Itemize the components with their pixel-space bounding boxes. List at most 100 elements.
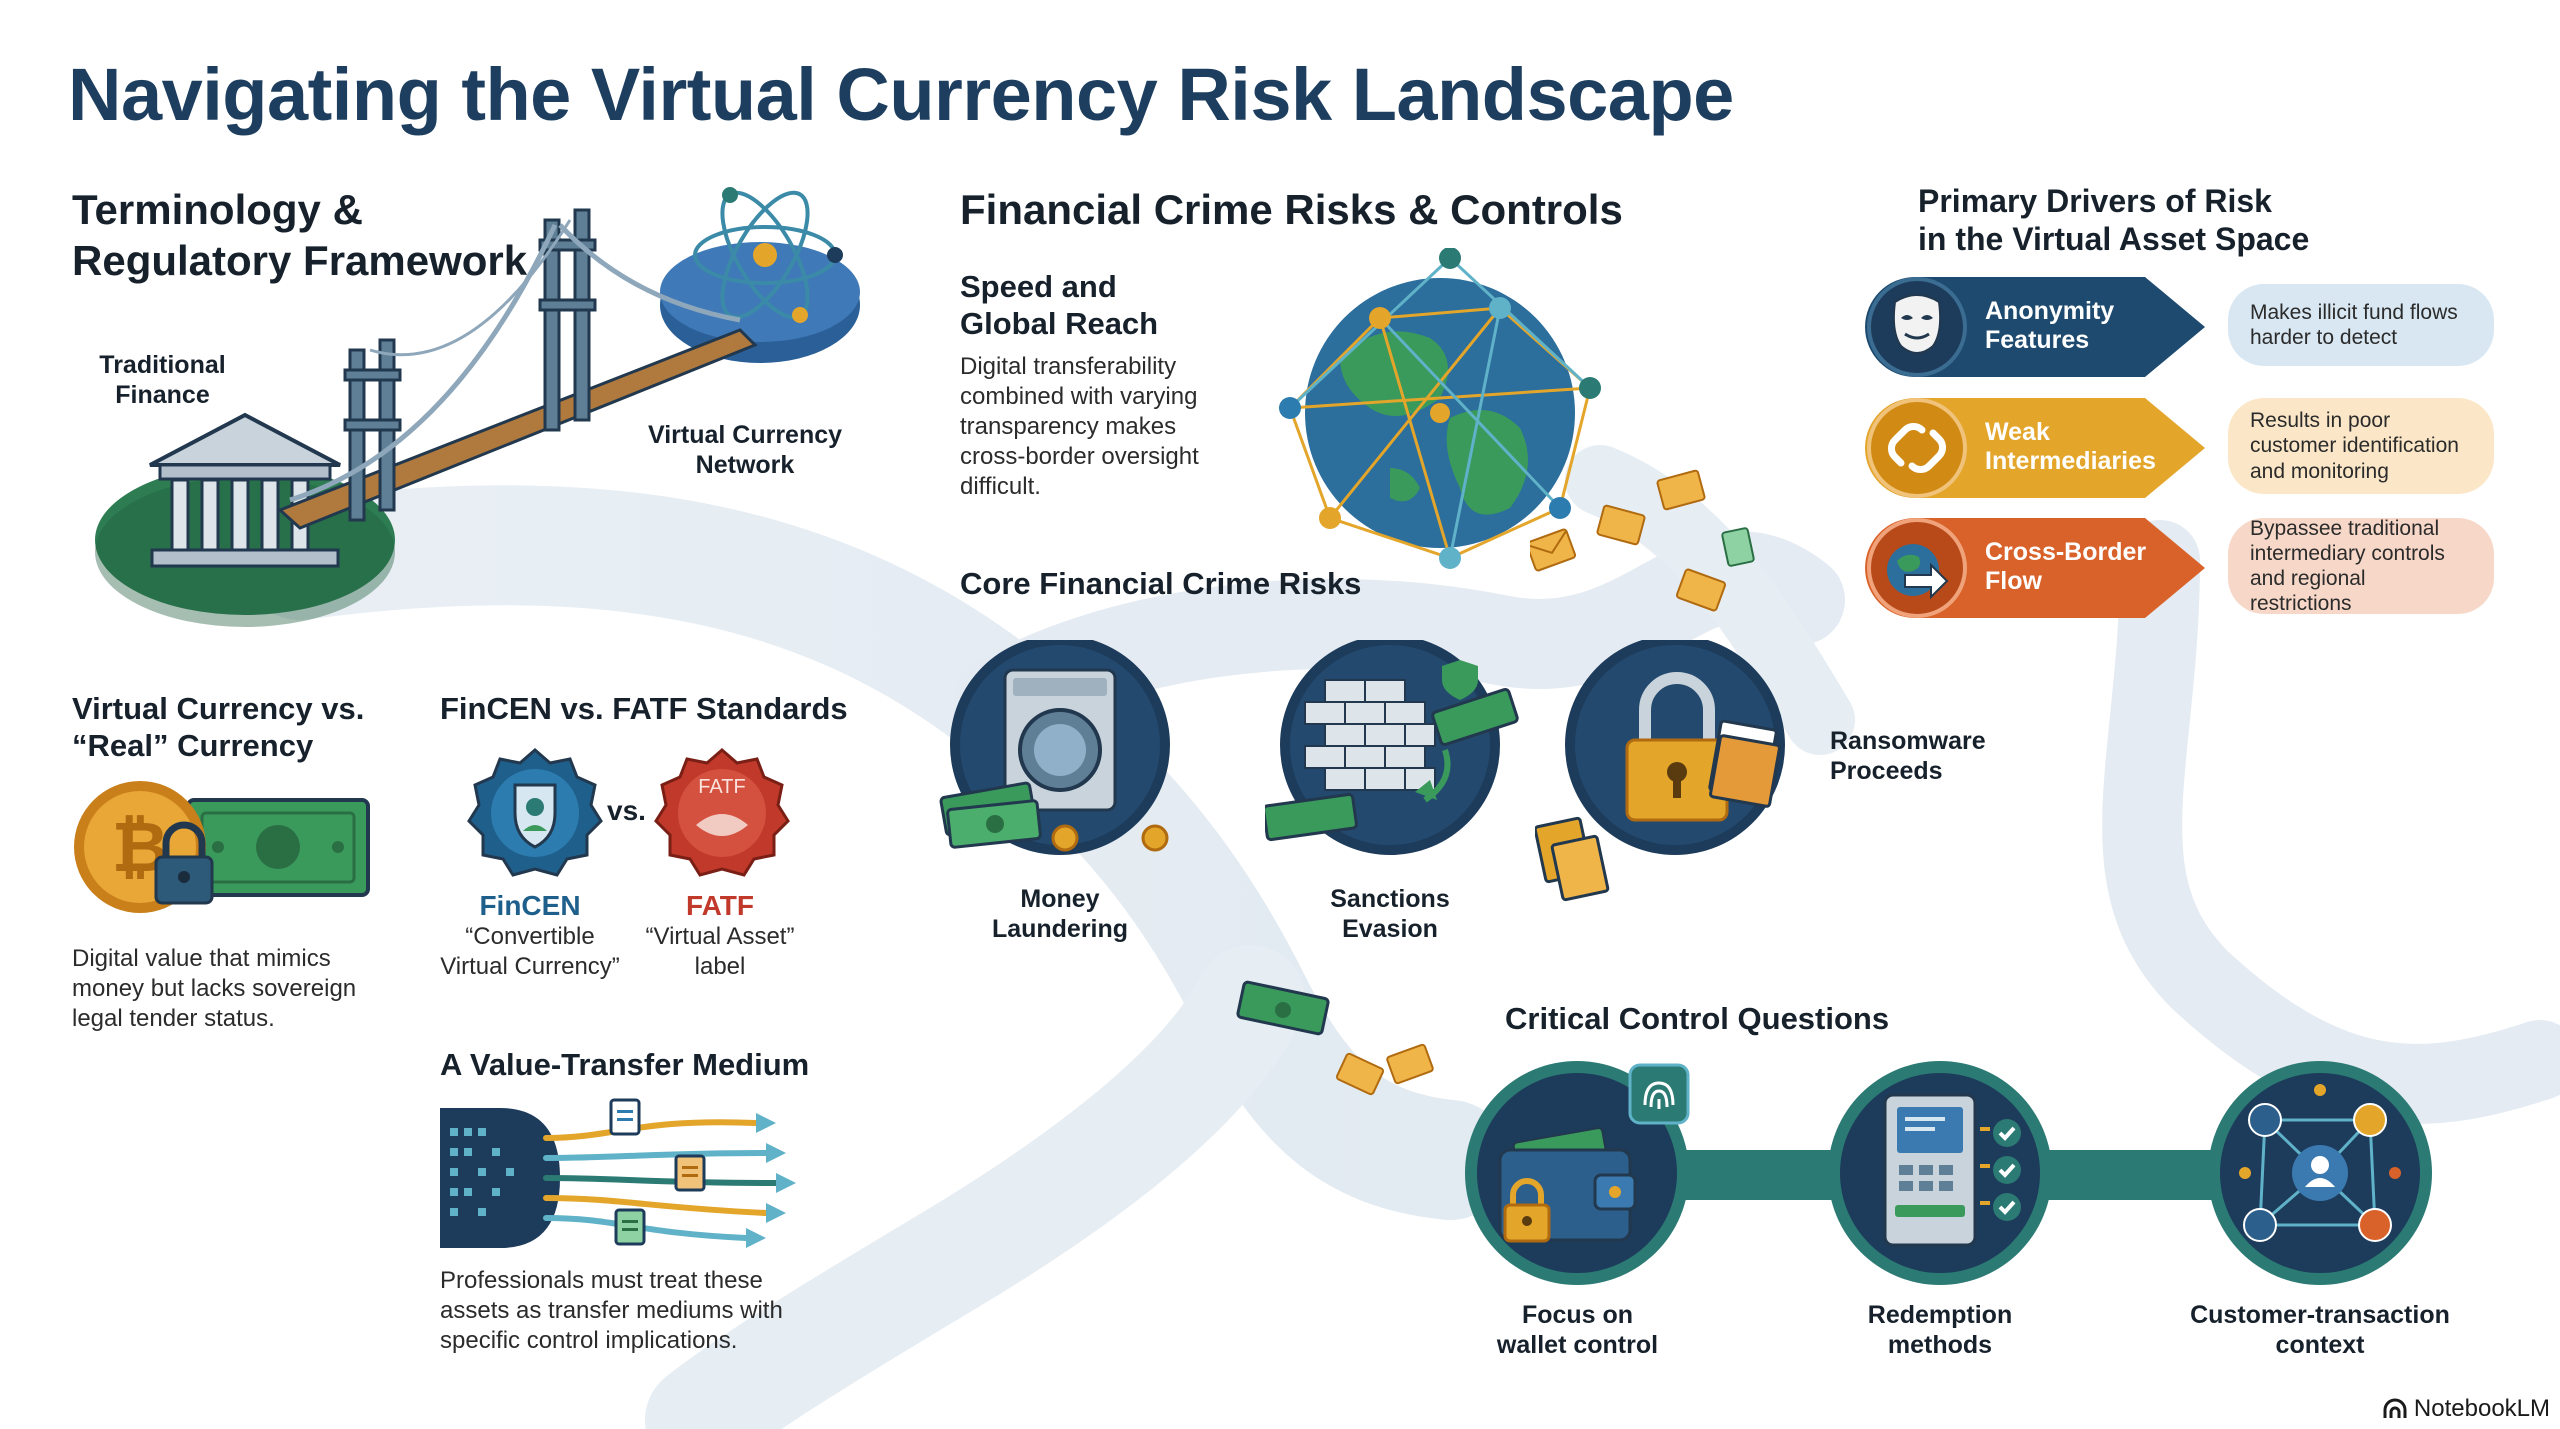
wallet-line1: Focus on	[1521, 1301, 1634, 1329]
sanctions-line1: Sanctions	[1330, 885, 1450, 913]
speed-text-line1: Digital transferability	[960, 353, 1177, 380]
folder-icon	[1708, 719, 1781, 808]
weak-intermediaries-arrow	[1865, 398, 2205, 498]
weak-desc-line1: Results in poor	[2250, 409, 2391, 433]
cross-border-desc-line2: intermediary controls	[2250, 541, 2445, 565]
redemption-label: Redemption methods	[1840, 1300, 2040, 1360]
document-icon	[1721, 527, 1755, 567]
virtual-vs-real-line2: “Real” Currency	[72, 728, 314, 764]
fincen-badge-icon	[467, 748, 603, 877]
controls-chain	[1465, 1061, 2432, 1285]
fatf-badge-text: FATF	[698, 776, 746, 798]
sanctions-evasion-icon	[1265, 640, 1519, 855]
data-stream-icon	[440, 1108, 560, 1248]
customer-line1: Customer-transaction	[2190, 1301, 2450, 1329]
sanctions-line2: Evasion	[1342, 915, 1438, 943]
value-transfer-illustration	[440, 1098, 796, 1248]
anonymity-line2: Features	[1985, 325, 2090, 354]
notebooklm-brand: NotebookLM	[2382, 1395, 2550, 1423]
vs-label: vs.	[607, 795, 646, 826]
ransomware-icon	[1535, 640, 1785, 902]
terminology-heading-line1: Terminology &	[72, 186, 363, 233]
globe-arrow-icon	[1887, 544, 1949, 600]
coin-and-banknote-illustration: ₿	[74, 781, 370, 913]
banknote-icon	[1236, 980, 1330, 1036]
terminology-heading-line2: Regulatory Framework	[72, 237, 528, 285]
virtual-vs-real-text-line1: Digital value that mimics	[72, 945, 331, 972]
speed-text-line5: difficult.	[960, 473, 1041, 500]
weak-line1: Weak	[1985, 418, 2050, 446]
anonymity-desc-line2: harder to detect	[2250, 326, 2398, 349]
virtual-vs-real-text-line3: legal tender status.	[72, 1005, 275, 1032]
weak-desc-line3: and monitoring	[2250, 459, 2389, 483]
redemption-line2: methods	[1887, 1331, 1993, 1359]
money-laundering-label: Money Laundering	[960, 884, 1160, 944]
notebooklm-logo-icon	[2383, 1398, 2407, 1418]
controls-heading: Critical Control Questions	[1505, 1001, 1890, 1036]
fatf-badge-icon	[654, 748, 790, 877]
traditional-finance-label: Traditional Finance	[80, 350, 245, 410]
bridge-illustration	[95, 187, 860, 627]
brand-text: NotebookLM	[2413, 1395, 2550, 1422]
cross-border-label: Cross-Border Flow	[1985, 538, 2146, 596]
banknote-icon	[186, 798, 370, 897]
folder-icon	[1535, 816, 1610, 902]
cross-border-desc-line3: and regional restrictions	[2250, 567, 2366, 616]
anonymity-desc-line1: Makes illicit fund flows	[2250, 300, 2458, 324]
ransomware-line2: Proceeds	[1830, 757, 1943, 785]
speed-heading: Speed and Global Reach	[960, 268, 1158, 342]
customer-network-icon	[2208, 1061, 2432, 1285]
redemption-line1: Redemption	[1867, 1301, 2013, 1329]
terminology-heading: Terminology & Regulatory Framework	[72, 184, 527, 286]
floating-cash-icons	[1236, 980, 1434, 1096]
fincen-name: FinCEN	[479, 890, 581, 921]
speed-text-line4: cross-border oversight	[960, 443, 1199, 470]
globe-network-icon	[1279, 248, 1601, 569]
value-transfer-text: Professionals must treat these assets as…	[440, 1266, 783, 1356]
brick-wall-icon	[1304, 679, 1436, 791]
redemption-icon	[1828, 1061, 2052, 1285]
cash-stack-icon	[939, 781, 1042, 849]
virtual-vs-real-text: Digital value that mimics money but lack…	[72, 944, 356, 1034]
fincen-line2: Virtual Currency”	[440, 953, 620, 980]
speed-text: Digital transferability combined with va…	[960, 352, 1199, 502]
financial-crime-heading: Financial Crime Risks & Controls	[960, 186, 1623, 233]
weak-line2: Intermediaries	[1985, 446, 2156, 475]
anonymity-arrow	[1865, 277, 2205, 377]
wallet-line2: wallet control	[1496, 1331, 1659, 1359]
customer-line2: context	[2275, 1331, 2365, 1359]
cross-border-line2: Flow	[1985, 566, 2042, 595]
sanctions-evasion-label: Sanctions Evasion	[1290, 884, 1490, 944]
cross-border-arrow	[1865, 518, 2205, 618]
value-transfer-text-line3: specific control implications.	[440, 1327, 738, 1354]
money-laundering-icon	[939, 640, 1170, 855]
ransomware-line1: Ransomware	[1830, 727, 1986, 755]
virtual-vs-real-line1: Virtual Currency vs.	[72, 691, 365, 726]
customer-context-label: Customer-transaction context	[2180, 1300, 2460, 1360]
value-transfer-heading: A Value-Transfer Medium	[440, 1047, 810, 1082]
anonymity-label: Anonymity Features	[1985, 297, 2114, 355]
anonymity-line1: Anonymity	[1985, 297, 2115, 325]
anonymity-description: Makes illicit fund flows harder to detec…	[2228, 284, 2494, 366]
value-transfer-text-line2: assets as transfer mediums with	[440, 1297, 783, 1324]
lock-icon	[154, 821, 214, 905]
drivers-heading-line2: in the Virtual Asset Space	[1918, 221, 2310, 258]
drivers-heading-line1: Primary Drivers of Risk	[1918, 183, 2272, 219]
fincen-line1: “Convertible	[465, 923, 595, 950]
checkmark-icons	[1980, 1119, 2021, 1221]
network-label: Virtual Currency Network	[640, 420, 850, 480]
page-title: Navigating the Virtual Currency Risk Lan…	[68, 53, 1734, 136]
traditional-line2: Finance	[115, 381, 210, 409]
traditional-line1: Traditional	[99, 351, 226, 379]
fatf-caption: FATF “Virtual Asset” label	[625, 890, 815, 982]
money-line2: Laundering	[991, 915, 1129, 943]
value-transfer-text-line1: Professionals must treat these	[440, 1267, 763, 1294]
cross-border-description: Bypassee traditional intermediary contro…	[2228, 517, 2494, 616]
cross-border-line1: Cross-Border	[1985, 538, 2147, 566]
envelope-icon	[1335, 1043, 1434, 1096]
envelope-icons	[1530, 469, 1755, 612]
speed-line1: Speed and	[960, 269, 1117, 304]
network-line2: Network	[695, 451, 795, 479]
speed-line2: Global Reach	[960, 306, 1159, 342]
